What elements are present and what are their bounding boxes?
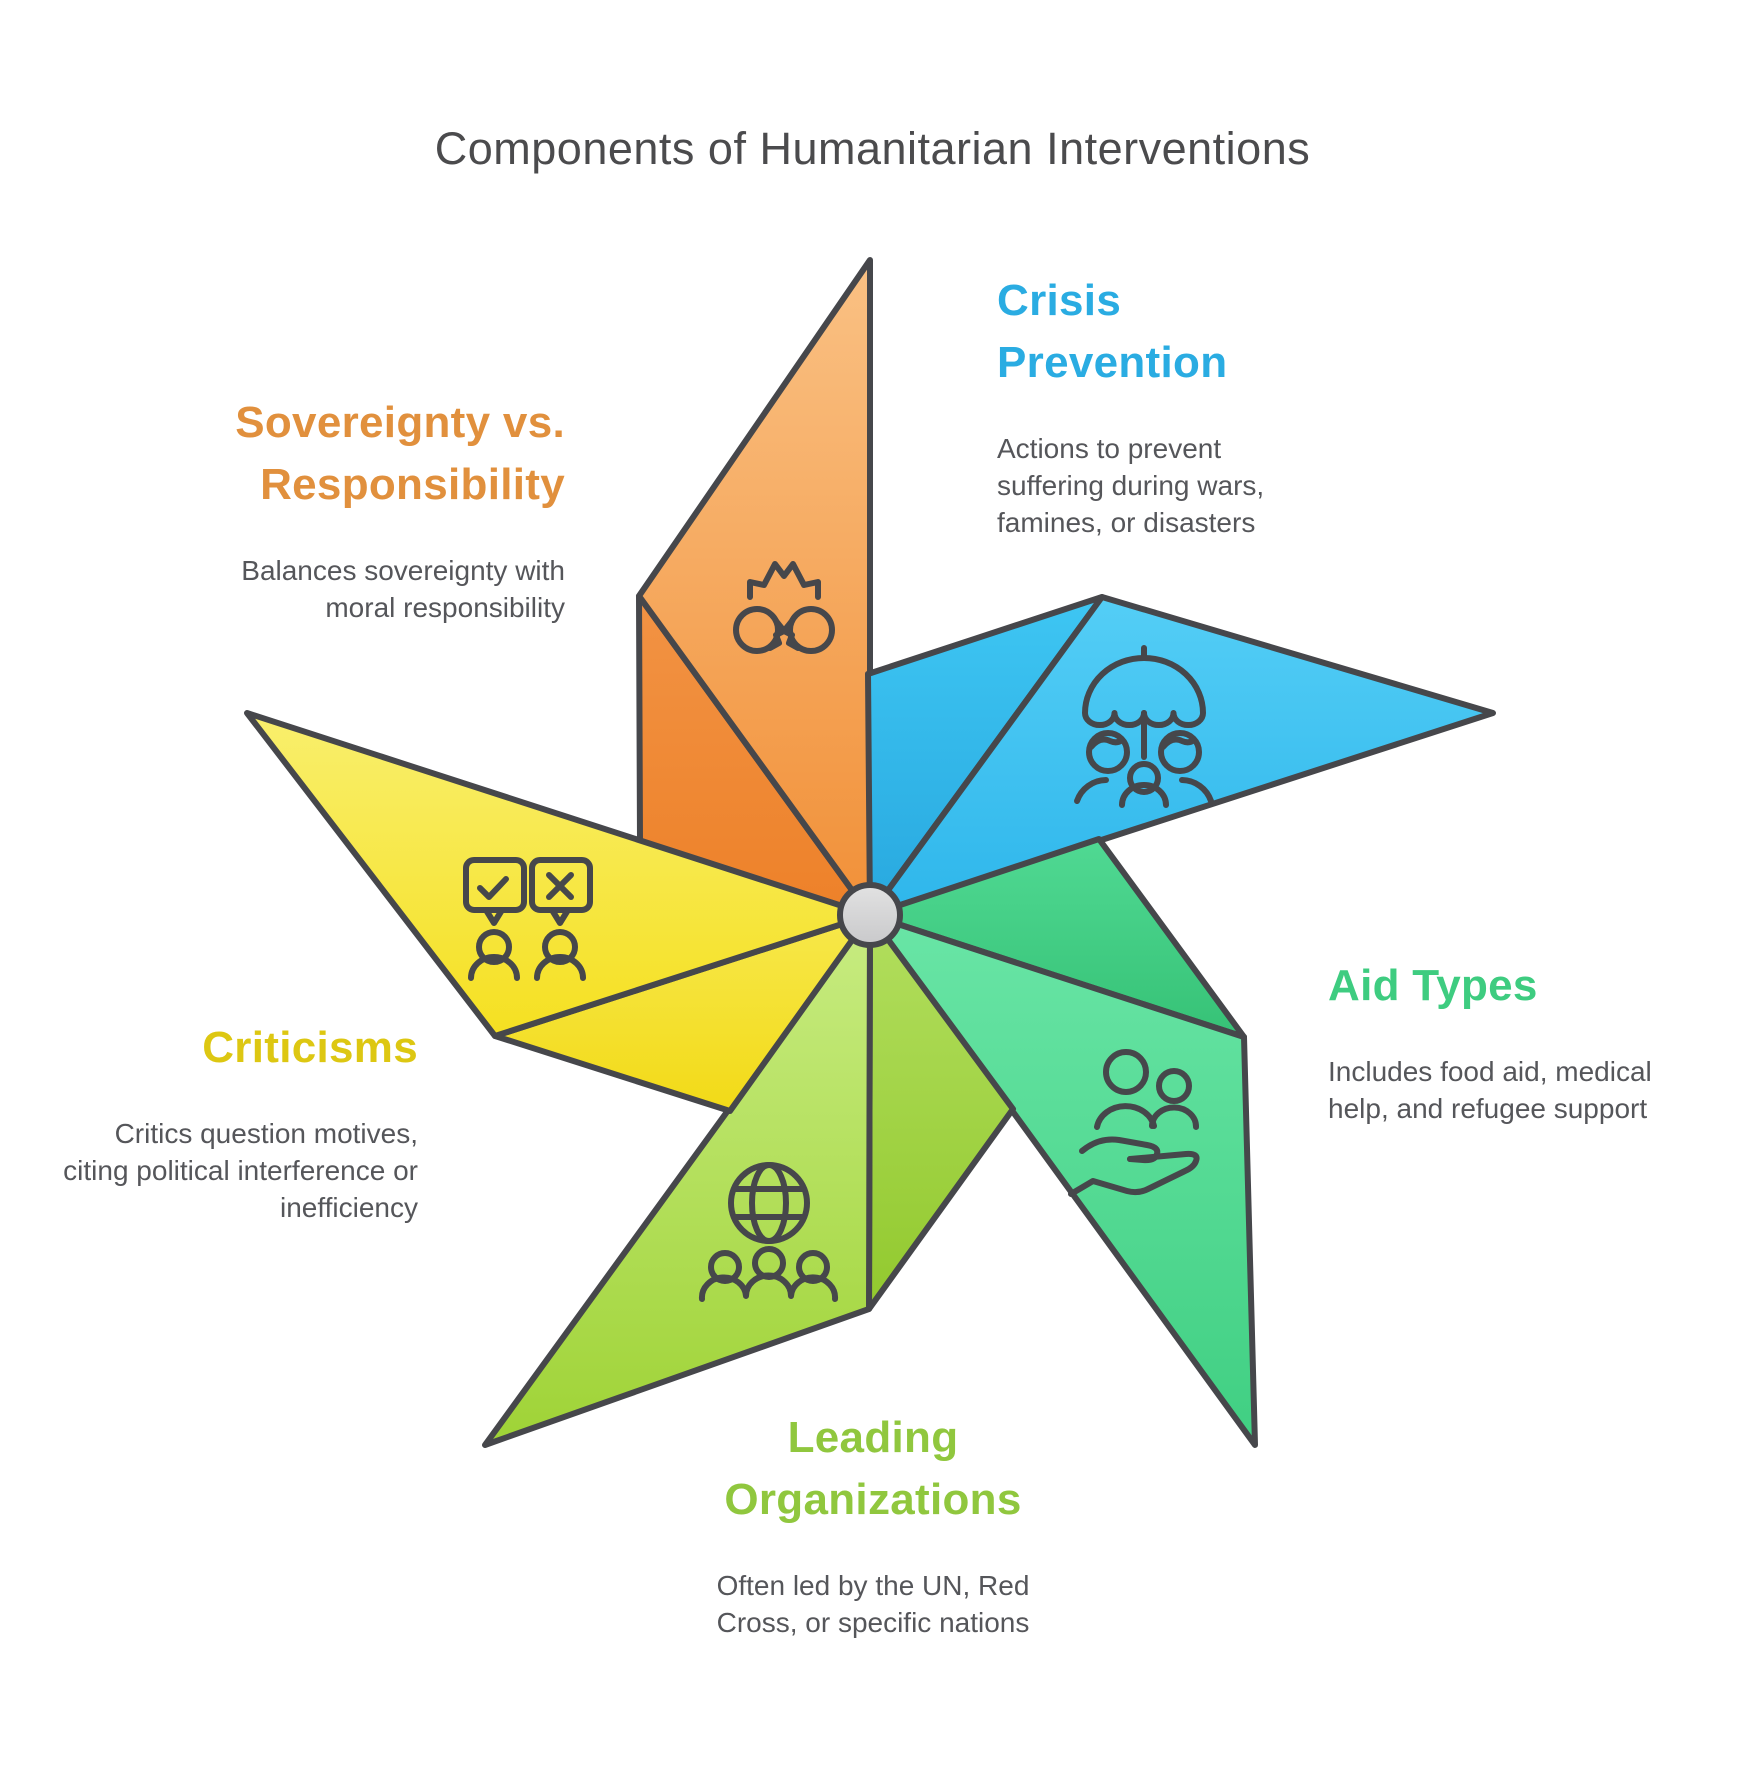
section-heading: Criticisms <box>202 1023 418 1072</box>
section-heading: Leading Organizations <box>724 1413 1022 1524</box>
conflict-profiles-icon <box>733 561 835 654</box>
hand-holding-people-icon <box>1068 1049 1200 1197</box>
section-description: Critics question motives, citing politic… <box>63 1118 418 1223</box>
section-description: Often led by the UN, Red Cross, or speci… <box>716 1570 1030 1638</box>
section-aid-types: Aid Types Includes food aid, medical hel… <box>1328 955 1728 1127</box>
section-criticisms: Criticisms Critics question motives, cit… <box>0 1017 418 1226</box>
section-description: Balances sovereignty with moral responsi… <box>241 555 565 623</box>
section-description: Actions to prevent suffering during wars… <box>997 433 1265 538</box>
pinwheel-hub <box>837 882 903 948</box>
section-description: Includes food aid, medical help, and ref… <box>1328 1056 1652 1124</box>
section-sovereignty-vs-responsibility: Sovereignty vs. Responsibility Balances … <box>145 392 565 626</box>
umbrella-family-icon <box>1074 645 1214 808</box>
section-heading: Crisis Prevention <box>997 276 1228 387</box>
approval-rejection-bubbles-icon <box>463 857 593 981</box>
section-heading: Aid Types <box>1328 961 1538 1010</box>
blade-sovereignty-vs-responsibility <box>636 257 873 918</box>
section-crisis-prevention: Crisis Prevention Actions to prevent suf… <box>997 270 1327 541</box>
globe-people-icon <box>698 1162 839 1302</box>
blade-criticisms <box>244 710 873 1114</box>
blade-crisis-prevention <box>865 594 1496 918</box>
section-heading: Sovereignty vs. Responsibility <box>235 398 565 509</box>
section-leading-organizations: Leading Organizations Often led by the U… <box>653 1407 1093 1641</box>
page-title: Components of Humanitarian Interventions <box>434 123 1311 174</box>
